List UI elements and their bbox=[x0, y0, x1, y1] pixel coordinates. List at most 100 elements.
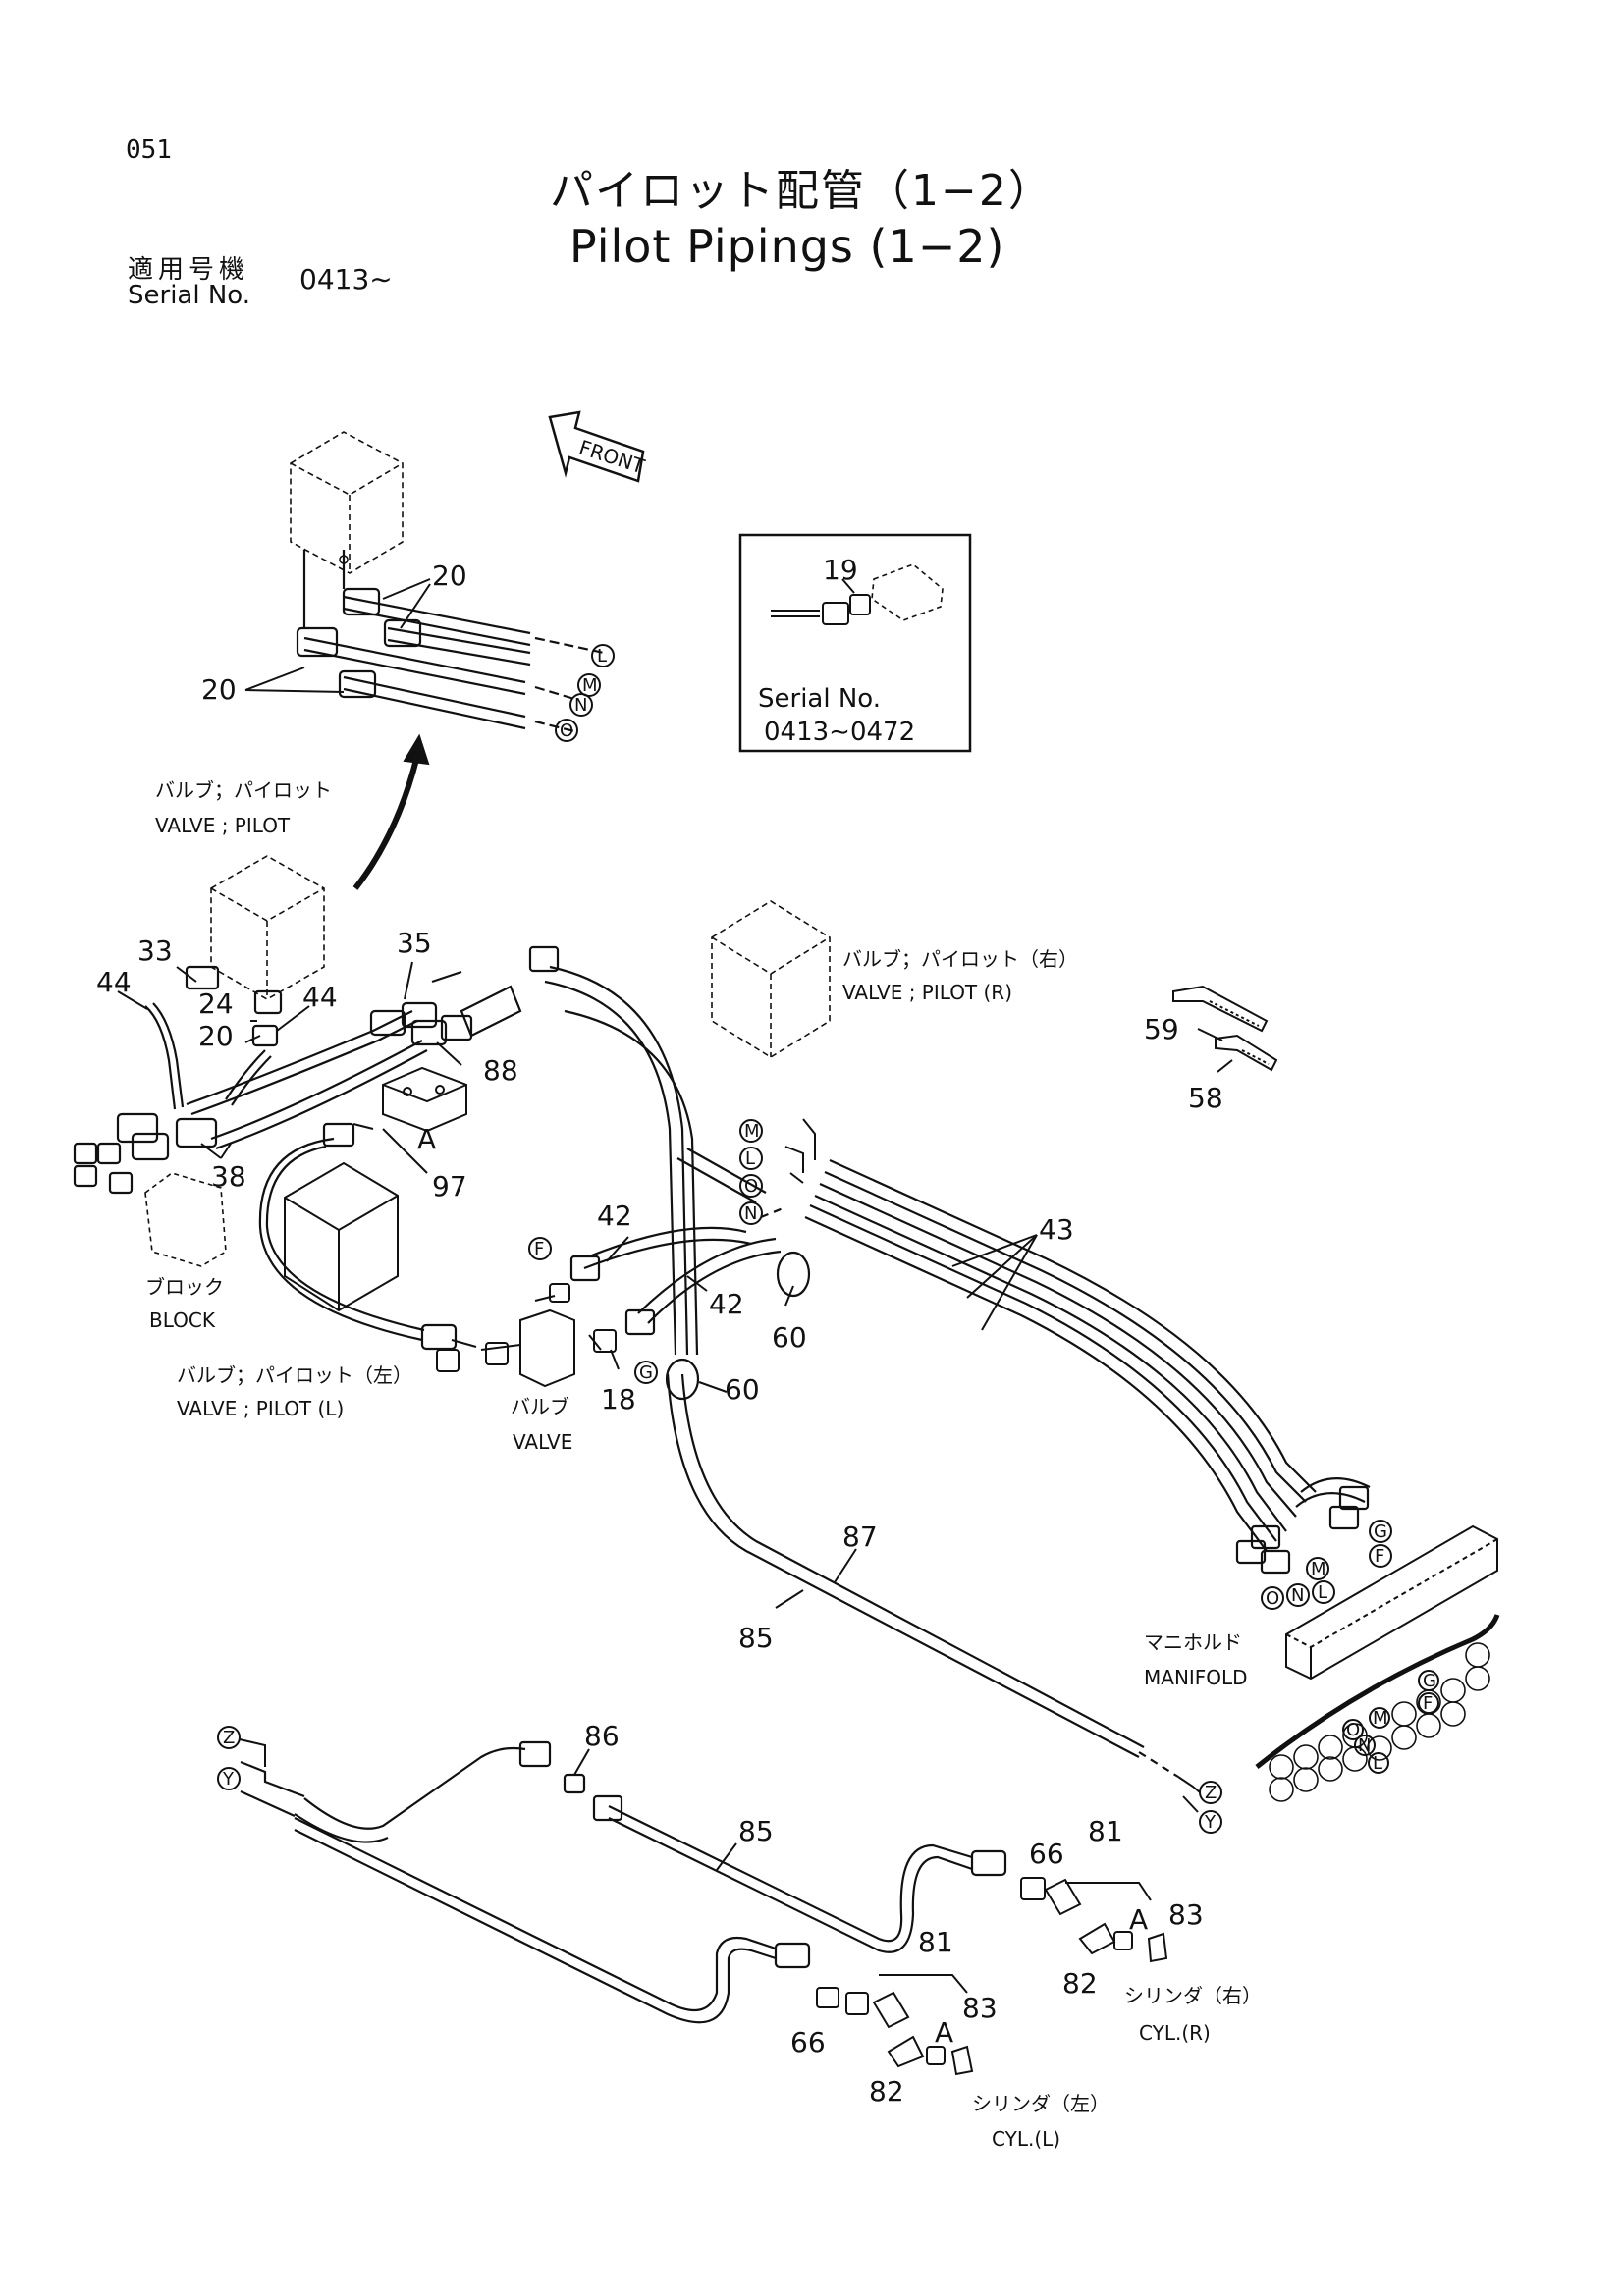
callout-group-20-top bbox=[244, 578, 431, 693]
callout-44-mid: 44 bbox=[302, 981, 338, 1013]
svg-text:N: N bbox=[1291, 1585, 1304, 1606]
clamp-58 bbox=[1215, 1034, 1278, 1072]
inset-serial-range: 0413∼0472 bbox=[764, 718, 915, 747]
callout-20-a: 20 bbox=[432, 560, 467, 592]
callout-85-a: 85 bbox=[738, 1622, 774, 1654]
svg-text:Z: Z bbox=[223, 1728, 235, 1748]
port-L-manifold: L bbox=[1368, 1752, 1389, 1774]
port-Z-left: Z bbox=[217, 1726, 241, 1749]
svg-text:N: N bbox=[744, 1203, 757, 1224]
sub-block bbox=[382, 1066, 467, 1133]
svg-text:M: M bbox=[582, 675, 598, 696]
pilot-valve-cube-top bbox=[290, 431, 404, 574]
callout-81-b: 81 bbox=[918, 1926, 953, 1958]
callout-66-b: 66 bbox=[790, 2026, 826, 2058]
left-callout-leaders bbox=[117, 961, 462, 1174]
valve-pilot-r-label-en: VALVE ; PILOT (R) bbox=[842, 981, 1012, 1004]
page-title-jp: パイロット配管（1−2） bbox=[550, 166, 1054, 216]
serial-value: 0413∼ bbox=[299, 263, 393, 295]
serial-label-jp: 適用号機 bbox=[128, 255, 250, 285]
callout-86: 86 bbox=[584, 1720, 620, 1752]
page-number: 051 bbox=[126, 135, 172, 165]
svg-text:M: M bbox=[1311, 1559, 1326, 1579]
callout-82-a: 82 bbox=[1062, 1967, 1098, 2000]
port-G-mid: G bbox=[634, 1361, 658, 1384]
svg-text:L: L bbox=[597, 646, 607, 667]
port-M-end: M bbox=[1306, 1557, 1329, 1580]
manifold bbox=[1255, 1524, 1500, 1769]
callout-66-a: 66 bbox=[1029, 1838, 1064, 1870]
page-title-en: Pilot Pipings (1−2) bbox=[569, 220, 1005, 273]
callout-58: 58 bbox=[1188, 1082, 1223, 1114]
callout-59: 59 bbox=[1144, 1013, 1179, 1045]
svg-text:F: F bbox=[534, 1239, 544, 1259]
callout-24: 24 bbox=[198, 988, 234, 1020]
callout-35: 35 bbox=[397, 927, 432, 959]
port-Y-right: Y bbox=[1199, 1810, 1222, 1834]
callout-A-2: A bbox=[1129, 1903, 1148, 1936]
svg-text:L: L bbox=[1373, 1753, 1382, 1774]
callout-20-b: 20 bbox=[201, 673, 237, 706]
inset-box bbox=[738, 533, 972, 753]
svg-text:Y: Y bbox=[1204, 1812, 1217, 1833]
callout-43: 43 bbox=[1039, 1213, 1074, 1246]
pilot-valve-cube-mid bbox=[210, 855, 325, 1000]
callout-88: 88 bbox=[483, 1054, 518, 1087]
callout-42-b: 42 bbox=[709, 1288, 744, 1320]
cyl-r-label-en: CYL.(R) bbox=[1139, 2021, 1211, 2045]
inset-callout-19: 19 bbox=[823, 554, 858, 586]
callout-A-1: A bbox=[417, 1123, 436, 1155]
callout-60-a: 60 bbox=[772, 1321, 807, 1354]
svg-text:Y: Y bbox=[222, 1769, 235, 1789]
pilot-valve-cube-right bbox=[711, 900, 831, 1058]
port-N-end: N bbox=[1286, 1583, 1310, 1607]
callout-60-b: 60 bbox=[725, 1373, 760, 1406]
port-O-mid: O bbox=[739, 1174, 763, 1198]
port-O-manifold: O bbox=[1342, 1719, 1364, 1740]
port-O-end: O bbox=[1261, 1586, 1284, 1610]
callout-85-b: 85 bbox=[738, 1815, 774, 1847]
port-N-top: N bbox=[569, 693, 593, 717]
bottom-callout-leaders bbox=[573, 1748, 737, 1871]
cyl-l-label-jp: シリンダ（左） bbox=[972, 2092, 1109, 2115]
curved-arrow-icon bbox=[352, 733, 430, 890]
cyl-r-label-jp: シリンダ（右） bbox=[1124, 1984, 1262, 2007]
manifold-label-en: MANIFOLD bbox=[1144, 1666, 1248, 1689]
svg-text:M: M bbox=[744, 1121, 760, 1142]
cyl-l-fittings bbox=[816, 1974, 974, 2076]
clamp-59 bbox=[1172, 985, 1269, 1033]
svg-text:L: L bbox=[1318, 1582, 1327, 1603]
port-L-end: L bbox=[1312, 1580, 1335, 1604]
top-hoses bbox=[296, 550, 605, 733]
callout-20-mid: 20 bbox=[198, 1020, 234, 1052]
valve-pilot-l-label-en: VALVE ; PILOT (L) bbox=[177, 1397, 344, 1420]
svg-text:O: O bbox=[1346, 1720, 1360, 1740]
svg-text:F: F bbox=[1375, 1546, 1384, 1567]
leader-z bbox=[1177, 1776, 1201, 1793]
port-F-mid: F bbox=[528, 1237, 552, 1260]
pilot-valve-cube-left bbox=[284, 1161, 399, 1312]
manifold-label-jp: マニホルド bbox=[1144, 1630, 1242, 1654]
leader-z-left bbox=[239, 1738, 266, 1767]
port-M-mid: M bbox=[739, 1119, 763, 1143]
valve-label-jp: バルブ bbox=[511, 1395, 569, 1418]
callout-18: 18 bbox=[601, 1383, 636, 1415]
callout-38: 38 bbox=[211, 1160, 246, 1193]
port-Z-right: Z bbox=[1199, 1781, 1222, 1804]
callout-leaders-87-85 bbox=[775, 1548, 857, 1609]
main-hoses bbox=[544, 965, 1371, 1778]
block-label-jp: ブロック bbox=[145, 1275, 224, 1299]
leader-y bbox=[1182, 1795, 1199, 1813]
callout-97: 97 bbox=[432, 1170, 467, 1202]
valve-pilot-label-en: VALVE ; PILOT bbox=[155, 814, 291, 837]
port-F-end: F bbox=[1369, 1544, 1392, 1568]
port-F-manifold: F bbox=[1418, 1692, 1439, 1714]
svg-text:G: G bbox=[1423, 1671, 1436, 1691]
callout-44-left: 44 bbox=[96, 966, 132, 998]
bottom-pipes bbox=[240, 1740, 1007, 2024]
valve-pilot-l-label-jp: バルブ；パイロット（左） bbox=[177, 1363, 412, 1387]
svg-text:N: N bbox=[1358, 1735, 1371, 1756]
block-label-en: BLOCK bbox=[149, 1308, 216, 1332]
valve-component bbox=[436, 1283, 617, 1388]
